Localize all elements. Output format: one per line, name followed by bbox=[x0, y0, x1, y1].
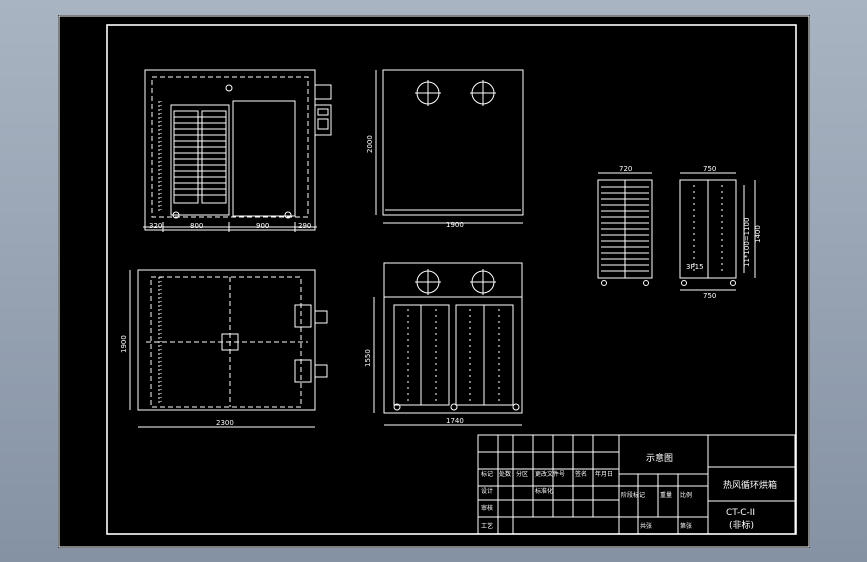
dim-plan-width: 2300 bbox=[216, 419, 234, 427]
side-view-body bbox=[382, 69, 524, 216]
plan-view-body bbox=[137, 269, 316, 411]
front-left-door bbox=[170, 104, 230, 216]
trolley-view: 720 bbox=[597, 165, 653, 286]
fan-symbol-2 bbox=[470, 80, 496, 106]
control-panel bbox=[314, 104, 332, 136]
tb-small-weight: 重量 bbox=[660, 491, 672, 499]
tb-small-scale: 比例 bbox=[680, 491, 692, 499]
dim-trolley-width: 720 bbox=[619, 165, 632, 173]
tb-small-change-doc: 更改文件号 bbox=[535, 470, 565, 478]
front-right-door bbox=[232, 100, 296, 217]
dim-front-mid2: 900 bbox=[256, 222, 269, 230]
dim-front-height: 2000 bbox=[366, 135, 374, 153]
dim-front-mid1: 800 bbox=[190, 222, 203, 230]
front-view-body bbox=[144, 69, 316, 231]
drawing-sheet: 320 800 900 290 2000 1900 bbox=[58, 15, 810, 548]
plan-motor-lower bbox=[294, 359, 312, 383]
front-view: 320 800 900 290 bbox=[143, 69, 332, 232]
dim-section-width: 1740 bbox=[446, 417, 464, 425]
tb-label-review: 审核 bbox=[481, 504, 493, 512]
dim-rack-pitch: 11*100=1100 bbox=[743, 218, 751, 267]
plan-view: 1900 2300 bbox=[120, 269, 328, 428]
dim-plan-depth: 1900 bbox=[120, 335, 128, 353]
side-view: 2000 1900 bbox=[366, 69, 524, 229]
dim-front-left: 320 bbox=[149, 222, 162, 230]
tb-label-mark: 标记 bbox=[481, 470, 493, 478]
fan-symbol-1 bbox=[415, 80, 441, 106]
front-left-door-louvers bbox=[174, 116, 226, 196]
tb-small-stage-mark: 阶段标记 bbox=[621, 491, 645, 499]
dim-rack-total-height: 1400 bbox=[754, 225, 762, 243]
tb-label-process: 工艺 bbox=[481, 522, 493, 530]
dim-rack-width-top: 750 bbox=[703, 165, 716, 173]
tb-small-sign: 签名 bbox=[575, 470, 587, 478]
dim-front-right: 290 bbox=[298, 222, 311, 230]
tb-label-count: 处数 bbox=[499, 470, 511, 478]
tb-drawing-name: 示意图 bbox=[646, 452, 673, 464]
inner-frame bbox=[106, 24, 797, 535]
tb-small-zone: 分区 bbox=[516, 470, 528, 478]
title-block-frame bbox=[477, 434, 796, 535]
tb-small-sheet-no: 第张 bbox=[680, 522, 692, 530]
title-block: 标记 处数 设计 审核 工艺 分区 更改文件号 签名 年月日 标准化 阶段标记 … bbox=[477, 434, 796, 535]
rack-casters-label: 3P15 bbox=[686, 263, 704, 271]
tb-small-standardization: 标准化 bbox=[535, 487, 553, 495]
section-view: 1550 1740 bbox=[364, 262, 523, 426]
front-view-inner-dashed bbox=[151, 76, 309, 218]
section-fan-2 bbox=[470, 269, 496, 295]
trolley-trays bbox=[601, 186, 649, 272]
dim-section-height: 1550 bbox=[364, 349, 372, 367]
tb-drawing-number: CT-C-II bbox=[726, 508, 755, 518]
front-motor bbox=[314, 84, 332, 100]
plan-center-symbol bbox=[221, 333, 239, 351]
plan-motor-upper bbox=[294, 304, 312, 328]
dim-rack-width-bottom: 750 bbox=[703, 292, 716, 300]
section-view-body bbox=[383, 262, 523, 414]
dim-side-width: 1900 bbox=[446, 221, 464, 229]
tb-standard: (非标) bbox=[729, 519, 754, 531]
section-fan-1 bbox=[415, 269, 441, 295]
cad-drawing: 320 800 900 290 2000 1900 bbox=[58, 15, 810, 548]
plan-view-inner-dashed bbox=[150, 276, 302, 408]
tb-label-design: 设计 bbox=[481, 487, 493, 495]
tb-small-total-sheets: 共张 bbox=[640, 522, 652, 530]
rack-view: 3P15 750 750 11*100=1100 1400 bbox=[679, 165, 762, 300]
outer-frame bbox=[58, 15, 810, 548]
tb-small-date: 年月日 bbox=[595, 470, 613, 478]
title-block-grid bbox=[478, 435, 708, 534]
tb-product-name: 热风循环烘箱 bbox=[723, 479, 777, 491]
